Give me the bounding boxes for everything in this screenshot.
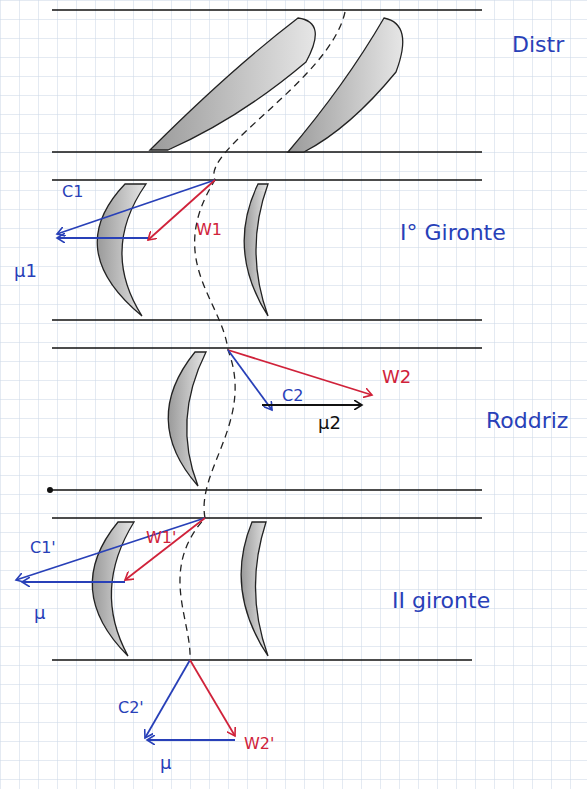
vector-label: μ2 bbox=[318, 414, 341, 432]
vector-label: W1 bbox=[196, 222, 222, 238]
vector-label: W2' bbox=[244, 736, 274, 752]
blade-profiles bbox=[92, 18, 402, 656]
vector-label: C2 bbox=[282, 388, 303, 404]
vector-label: μ bbox=[34, 604, 45, 622]
vector-label: C1 bbox=[62, 184, 83, 200]
stage-title: Roddriz bbox=[486, 410, 568, 432]
vector-label: W1' bbox=[146, 530, 176, 546]
vector-label: C2' bbox=[118, 700, 144, 716]
vector-label: μ bbox=[160, 754, 171, 772]
stage-title: II gironte bbox=[392, 590, 490, 612]
vector-label: W2 bbox=[382, 368, 411, 386]
vector-label: C1' bbox=[30, 540, 56, 556]
stage-title: I° Gironte bbox=[400, 222, 506, 244]
vector-label: μ1 bbox=[14, 262, 37, 280]
stage-title: Distr bbox=[512, 34, 564, 56]
stage-boundaries bbox=[52, 10, 482, 660]
velocity-triangles bbox=[16, 180, 372, 740]
flow-path bbox=[180, 12, 345, 660]
